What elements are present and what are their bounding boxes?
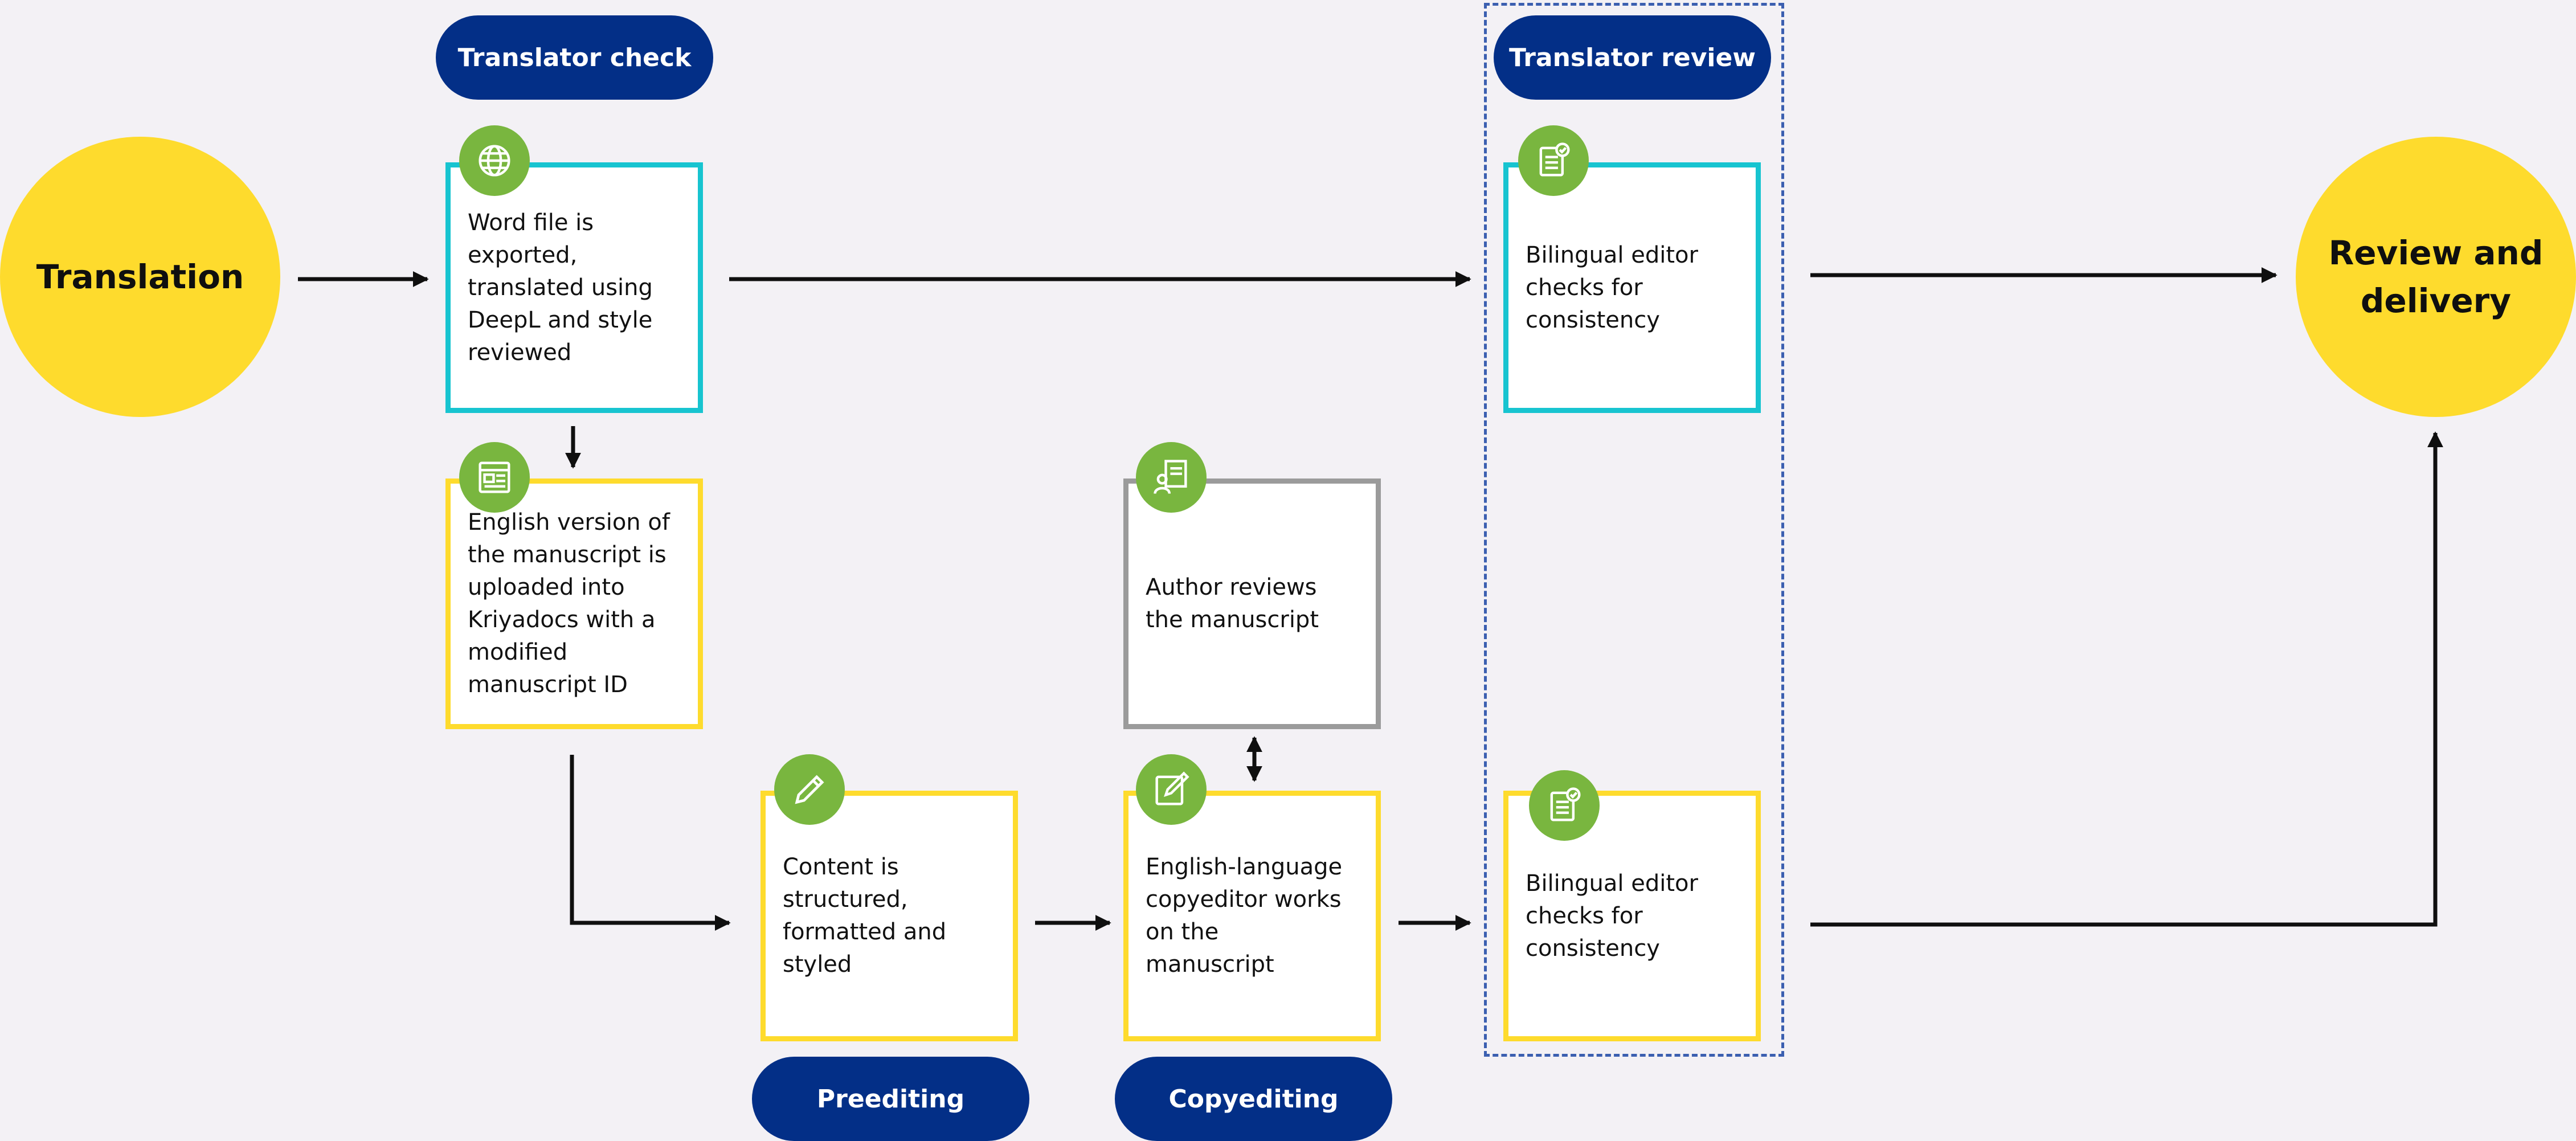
edit-note-icon <box>1136 754 1207 825</box>
content-structured-box: Content is structured, formatted and sty… <box>760 791 1018 1041</box>
word-file-box: Word file is exported, translated using … <box>445 162 703 413</box>
arrow-bilingual-bottom-to-review <box>1810 431 2443 927</box>
translator-review-group <box>1484 3 1784 1057</box>
checklist-icon <box>1518 125 1589 196</box>
pencil-icon <box>774 754 845 825</box>
review-delivery-label: Review and delivery <box>2328 234 2544 320</box>
english-version-text: English version of the manuscript is upl… <box>468 509 670 698</box>
author-reviews-box: Author reviews the manuscript <box>1123 479 1381 729</box>
preediting-label: Preediting <box>816 1084 965 1114</box>
bilingual-bottom-box: Bilingual editor checks for consistency <box>1503 791 1761 1041</box>
translator-review-pill: Translator review <box>1494 15 1771 100</box>
copyediting-label: Copyediting <box>1168 1084 1339 1114</box>
translation-node: Translation <box>0 137 280 417</box>
copyediting-pill: Copyediting <box>1115 1057 1392 1141</box>
copyeditor-works-box: English-language copyeditor works on the… <box>1123 791 1381 1041</box>
preediting-pill: Preediting <box>752 1057 1029 1141</box>
english-version-box: English version of the manuscript is upl… <box>445 479 703 729</box>
author-reviews-text: Author reviews the manuscript <box>1146 574 1319 633</box>
author-document-icon <box>1136 442 1207 513</box>
review-delivery-node: Review and delivery <box>2296 137 2576 417</box>
bilingual-top-box: Bilingual editor checks for consistency <box>1503 162 1761 413</box>
arrow-english-version-to-content <box>570 755 731 931</box>
web-document-icon <box>459 442 530 513</box>
bilingual-top-text: Bilingual editor checks for consistency <box>1526 242 1698 333</box>
translation-label: Translation <box>36 257 244 296</box>
translator-check-label: Translator check <box>457 43 692 72</box>
bilingual-bottom-text: Bilingual editor checks for consistency <box>1526 870 1698 962</box>
translator-review-label: Translator review <box>1509 43 1756 72</box>
word-file-text: Word file is exported, translated using … <box>468 209 653 366</box>
copyeditor-works-text: English-language copyeditor works on the… <box>1146 854 1343 978</box>
checklist-icon <box>1529 770 1600 841</box>
content-structured-text: Content is structured, formatted and sty… <box>783 854 947 978</box>
globe-translate-icon <box>459 125 530 196</box>
translator-check-pill: Translator check <box>436 15 713 100</box>
